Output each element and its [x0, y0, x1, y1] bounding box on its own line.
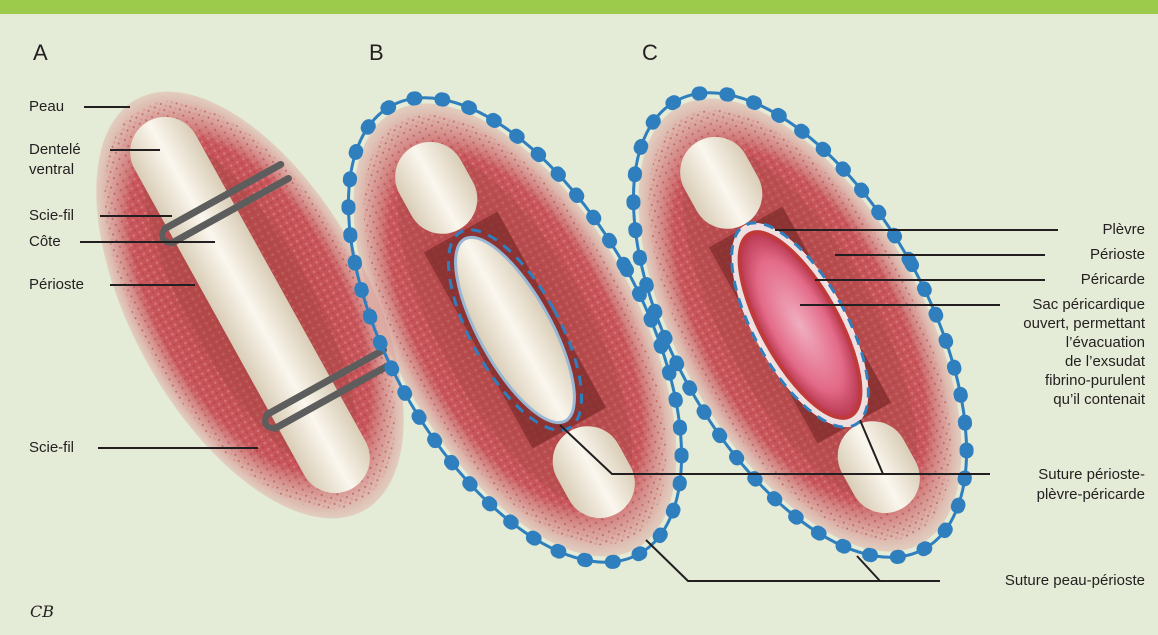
sac-line-1: Sac péricardique [965, 295, 1145, 314]
label-peau: Peau [29, 97, 64, 116]
sac-line-5: fibrino-purulent [965, 371, 1145, 390]
panel-label-a: A [33, 40, 48, 66]
sac-line-6: qu’il contenait [965, 390, 1145, 409]
sac-line-4: de l’exsudat [965, 352, 1145, 371]
label-scie-fil-bottom: Scie-fil [29, 438, 74, 457]
label-suture-peau-perioste: Suture peau-périoste [1005, 571, 1145, 590]
label-plevre: Plèvre [1102, 220, 1145, 239]
label-dentele-line2: ventral [29, 160, 74, 179]
label-suture-ppp-line1: Suture périoste- [1038, 465, 1145, 484]
sac-line-2: ouvert, permettant [965, 314, 1145, 333]
label-pericarde: Péricarde [1081, 270, 1145, 289]
label-perioste-right: Périoste [1090, 245, 1145, 264]
label-perioste-left: Périoste [29, 275, 84, 294]
label-cote: Côte [29, 232, 61, 251]
author-signature: CB [30, 602, 54, 621]
label-sac-pericardique: Sac péricardique ouvert, permettant l’év… [965, 295, 1145, 409]
panel-label-b: B [369, 40, 384, 66]
label-suture-ppp-line2: plèvre-péricarde [1037, 485, 1145, 504]
label-dentele-line1: Dentelé [29, 140, 81, 159]
panel-label-c: C [642, 40, 658, 66]
sac-line-3: l’évacuation [965, 333, 1145, 352]
label-scie-fil-top: Scie-fil [29, 206, 74, 225]
